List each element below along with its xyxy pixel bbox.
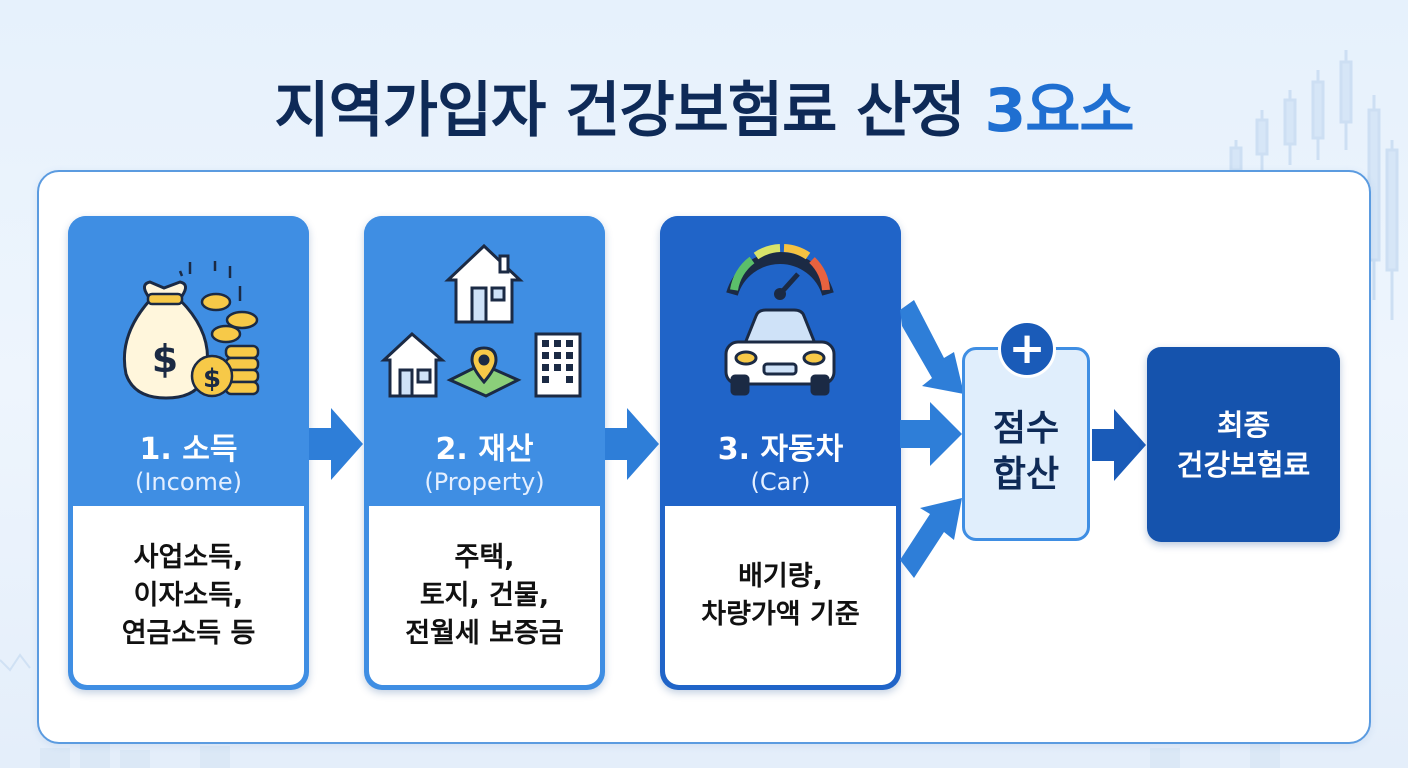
card-income: $ $ 1. 소득 (Income) 사업소득, 이자소득, 연금소득 등	[68, 216, 309, 690]
svg-text:$: $	[152, 337, 178, 381]
title-highlight: 3요소	[984, 76, 1134, 146]
card-property: 2. 재산 (Property) 주택, 토지, 건물, 전월세 보증금	[364, 216, 605, 690]
house-icon	[380, 243, 582, 398]
arrow-right-icon	[309, 408, 363, 480]
speedometer-icon	[726, 244, 834, 300]
title-main: 지역가입자 건강보험료 산정	[274, 76, 965, 146]
final-premium-text: 최종 건강보험료	[1176, 407, 1311, 482]
card-property-sub: (Property)	[424, 468, 545, 496]
card-car-header: 3. 자동차 (Car)	[660, 216, 901, 506]
score-sum-text: 점수 합산	[992, 408, 1060, 495]
card-property-desc: 주택, 토지, 건물, 전월세 보증금	[405, 541, 564, 649]
converging-arrows	[900, 300, 964, 578]
money-bag-icon: $ $	[122, 261, 260, 400]
arrow-lower-icon	[900, 498, 962, 578]
card-car-label: 3. 자동차	[717, 432, 844, 467]
page-title: 지역가입자 건강보험료 산정 3요소	[0, 62, 1408, 149]
plus-icon: +	[998, 320, 1056, 378]
arrow-right-icon	[1092, 409, 1146, 481]
car-icon	[724, 244, 836, 396]
arrow-upper-icon	[900, 300, 964, 394]
arrow-right-icon	[605, 408, 659, 480]
card-income-desc: 사업소득, 이자소득, 연금소득 등	[121, 541, 256, 649]
card-property-label: 2. 재산	[435, 432, 534, 467]
card-income-body: 사업소득, 이자소득, 연금소득 등	[73, 506, 304, 685]
final-premium-box: 최종 건강보험료	[1147, 347, 1340, 542]
card-car-sub: (Car)	[750, 468, 811, 496]
card-car: 3. 자동차 (Car) 배기량, 차량가액 기준	[660, 216, 901, 690]
card-income-sub: (Income)	[134, 468, 243, 496]
arrow-middle-icon	[900, 402, 962, 466]
svg-text:$: $	[203, 364, 221, 394]
card-property-header: 2. 재산 (Property)	[364, 216, 605, 506]
card-car-desc: 배기량, 차량가액 기준	[701, 560, 860, 630]
card-car-body: 배기량, 차량가액 기준	[665, 506, 896, 685]
card-income-label: 1. 소득	[139, 432, 238, 467]
card-property-body: 주택, 토지, 건물, 전월세 보증금	[369, 506, 600, 685]
card-income-header: $ $ 1. 소득 (Income)	[68, 216, 309, 506]
